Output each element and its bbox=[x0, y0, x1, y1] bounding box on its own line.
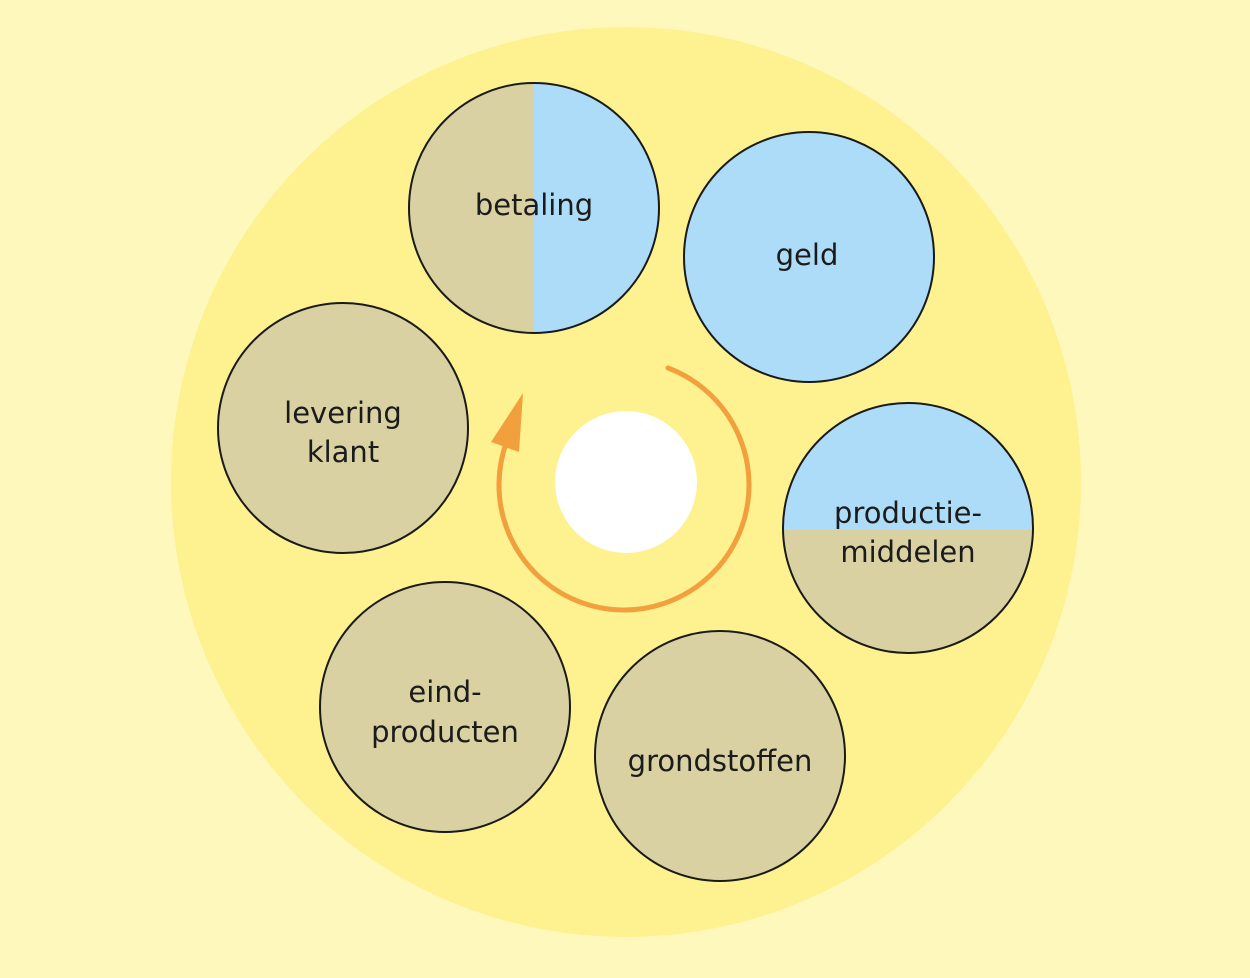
geld-label: geld bbox=[776, 238, 839, 272]
levering-klant-label-line1: levering bbox=[284, 396, 402, 430]
node-productiemiddelen: productie- middelen bbox=[782, 402, 1034, 654]
productiemiddelen-label-line1: productie- bbox=[834, 496, 982, 530]
eindproducten-label-line1: eind- bbox=[408, 675, 481, 709]
node-betaling: betaling bbox=[408, 82, 660, 334]
node-levering-klant: levering klant bbox=[217, 302, 469, 554]
levering-klant-circle bbox=[217, 302, 469, 554]
grondstoffen-label: grondstoffen bbox=[628, 744, 813, 778]
cycle-arrow-path bbox=[496, 365, 752, 613]
grondstoffen-circle bbox=[594, 630, 846, 882]
eindproducten-circle bbox=[319, 581, 571, 833]
node-grondstoffen: grondstoffen bbox=[594, 630, 846, 882]
circular-arrow-icon bbox=[491, 365, 752, 613]
eindproducten-label-line2: producten bbox=[371, 715, 519, 749]
betaling-label: betaling bbox=[475, 188, 593, 222]
node-geld: geld bbox=[683, 131, 935, 383]
geld-circle bbox=[683, 131, 935, 383]
cycle-arrowhead bbox=[491, 393, 523, 452]
productiemiddelen-outline bbox=[782, 402, 1034, 654]
center-hub bbox=[555, 411, 697, 553]
levering-klant-label-line2: klant bbox=[307, 435, 379, 469]
betaling-outline bbox=[408, 82, 660, 334]
node-eindproducten: eind- producten bbox=[319, 581, 571, 833]
productiemiddelen-label-line2: middelen bbox=[840, 535, 975, 569]
